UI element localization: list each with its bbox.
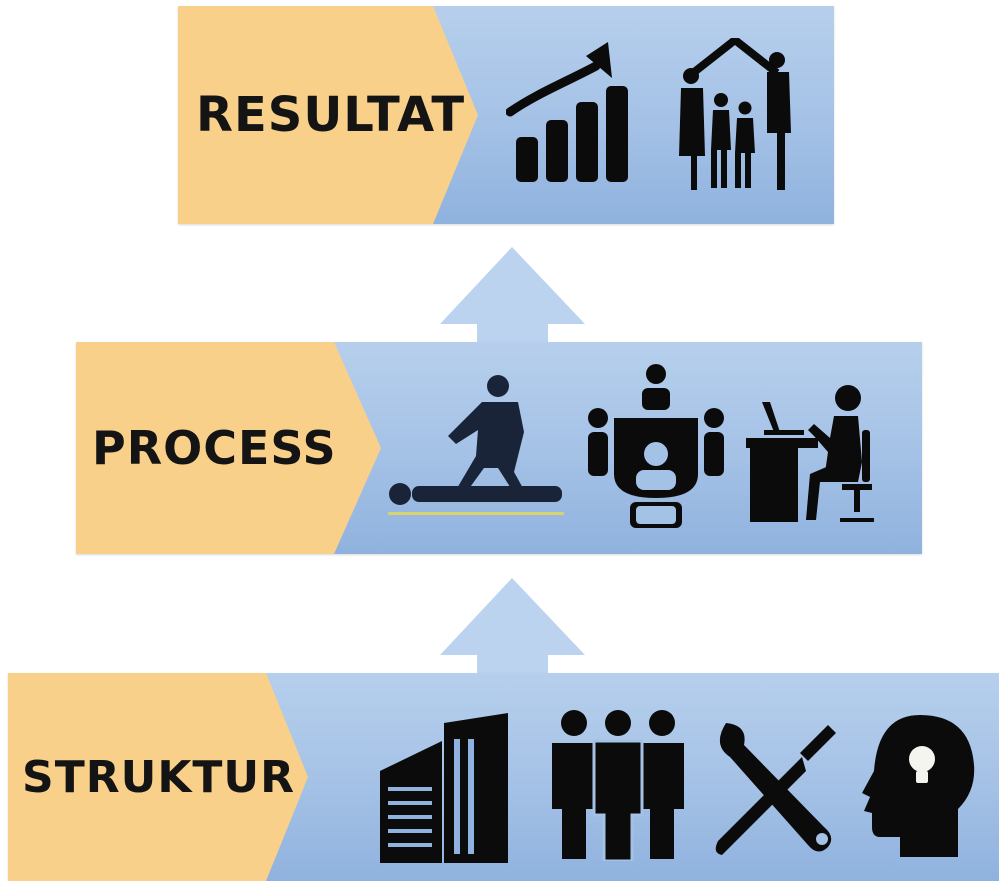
tier-label-shape bbox=[178, 6, 478, 224]
tier-label-shape bbox=[76, 342, 381, 554]
meeting-table-icon bbox=[588, 364, 724, 528]
tier-label-shape bbox=[8, 673, 308, 881]
tier-label-process: PROCESS bbox=[92, 421, 337, 475]
group-people-icon bbox=[552, 710, 684, 861]
tier-label-resultat: RESULTAT bbox=[196, 87, 466, 143]
idea-head-icon bbox=[862, 715, 975, 857]
building-icon bbox=[380, 713, 508, 863]
desk-worker-icon bbox=[746, 385, 874, 522]
tier-resultat: RESULTAT bbox=[178, 6, 834, 224]
growth-chart-icon bbox=[506, 42, 628, 182]
tier-label-struktur: STRUKTUR bbox=[22, 751, 296, 803]
physiotherapy-icon bbox=[388, 375, 564, 515]
tier-struktur: STRUKTUR bbox=[8, 673, 999, 881]
tier-label-wrapper: RESULTAT bbox=[196, 6, 465, 224]
tier-label-wrapper: STRUKTUR bbox=[22, 673, 295, 881]
family-home-icon bbox=[679, 38, 791, 190]
tools-icon bbox=[715, 723, 836, 855]
tier-label-wrapper: PROCESS bbox=[92, 342, 337, 554]
upward-arrow-top bbox=[440, 247, 585, 347]
tier-process: PROCESS bbox=[76, 342, 922, 554]
upward-arrow-bottom bbox=[440, 578, 585, 678]
